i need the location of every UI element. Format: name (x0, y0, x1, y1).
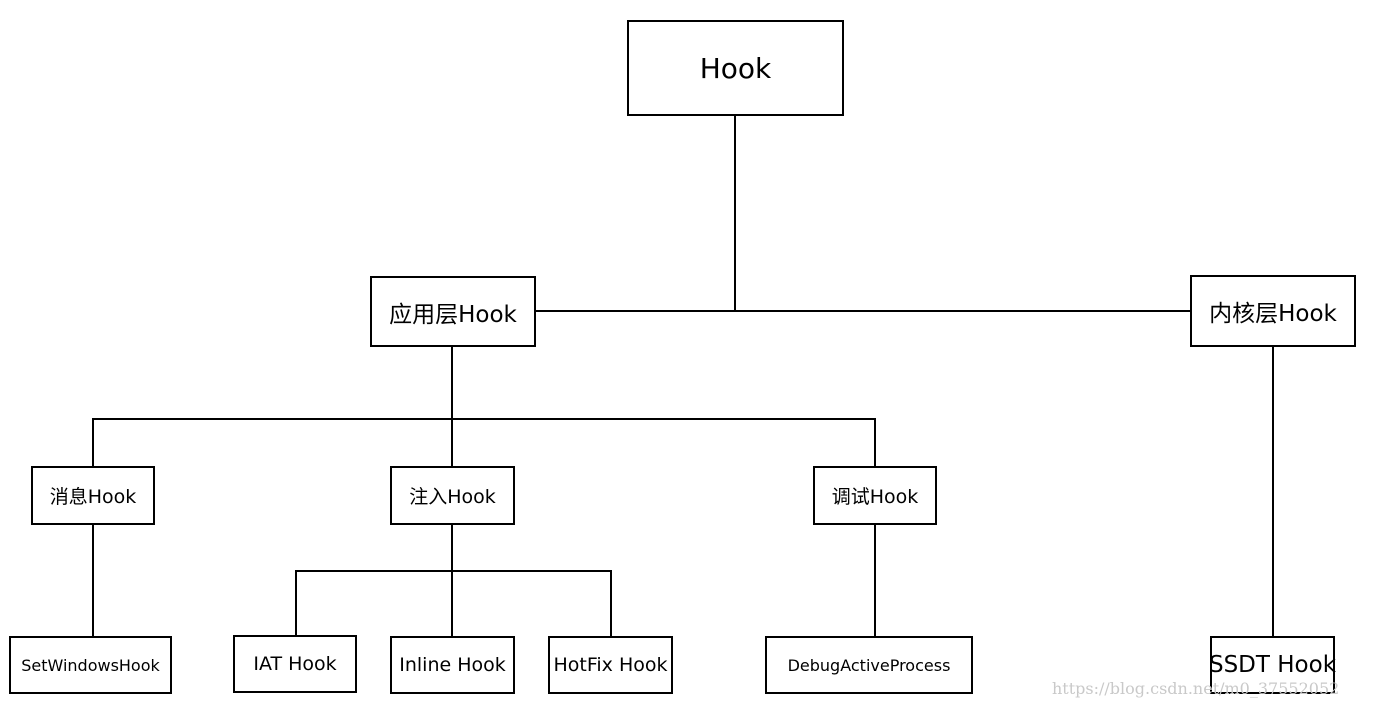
connector-to-debug-hook (874, 418, 876, 467)
node-label: Hook (699, 51, 772, 85)
node-setwindowshook: SetWindowsHook (9, 636, 172, 694)
connector-to-hotfix-hook (610, 570, 612, 637)
node-inject-hook: 注入Hook (390, 466, 515, 525)
node-label: SSDT Hook (1208, 652, 1337, 678)
connector-message-to-setwindowshook (92, 523, 94, 637)
node-hotfix-hook: HotFix Hook (548, 636, 673, 694)
connector-kernel-to-ssdt (1272, 345, 1274, 637)
connector-layer-horizontal (534, 310, 1191, 312)
connector-to-inject-hook (451, 418, 453, 467)
node-debugactiveprocess: DebugActiveProcess (765, 636, 973, 694)
node-label: SetWindowsHook (21, 655, 160, 675)
node-label: IAT Hook (253, 653, 337, 675)
connector-root-down (734, 114, 736, 311)
node-message-hook: 消息Hook (31, 466, 155, 525)
node-label: DebugActiveProcess (787, 655, 951, 675)
node-kernel-layer-hook: 内核层Hook (1190, 275, 1356, 347)
node-hook-root: Hook (627, 20, 844, 116)
node-app-layer-hook: 应用层Hook (370, 276, 536, 347)
connector-inject-down (451, 523, 453, 572)
node-label: 应用层Hook (389, 301, 517, 328)
node-label: HotFix Hook (553, 654, 668, 676)
node-label: 注入Hook (409, 486, 496, 508)
node-debug-hook: 调试Hook (813, 466, 937, 525)
watermark-url: https://blog.csdn.net/m0_37552052 (1052, 679, 1340, 698)
connector-debug-to-debugactiveprocess (874, 523, 876, 637)
node-label: 内核层Hook (1209, 301, 1337, 327)
connector-app-children-horizontal (92, 418, 876, 420)
node-label: 消息Hook (49, 486, 137, 508)
connector-app-down (451, 346, 453, 420)
node-label: 调试Hook (831, 486, 919, 508)
connector-to-inline-hook (451, 570, 453, 637)
node-inline-hook: Inline Hook (390, 636, 515, 694)
node-ssdt-hook: SSDT Hook (1208, 636, 1337, 694)
node-label: Inline Hook (399, 654, 506, 676)
node-iat-hook: IAT Hook (233, 635, 357, 693)
connector-to-message-hook (92, 418, 94, 467)
connector-inject-children-horizontal (295, 570, 612, 572)
connector-to-iat-hook (295, 570, 297, 636)
